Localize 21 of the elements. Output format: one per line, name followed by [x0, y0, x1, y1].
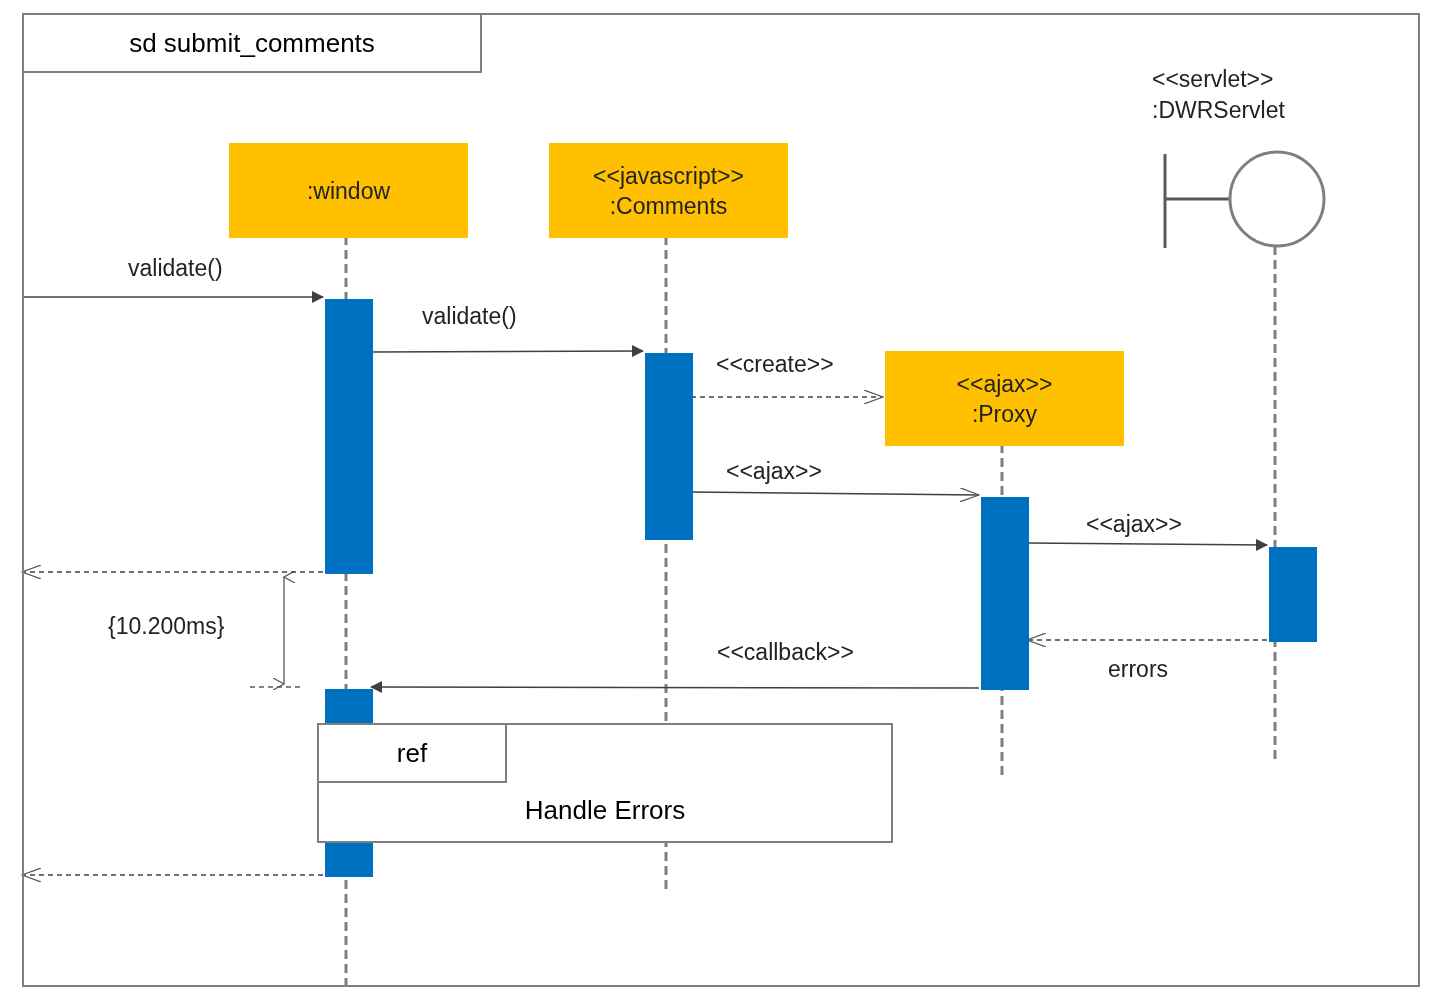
ref-title: Handle Errors — [523, 794, 687, 827]
message-arrow — [21, 291, 324, 303]
dashed-message-arrow — [21, 867, 324, 883]
message-arrow — [370, 681, 980, 693]
activation-bar — [325, 299, 373, 574]
lifeline-name: :window — [306, 176, 391, 206]
frame — [22, 13, 1420, 987]
lifeline-name: <<ajax>> :Proxy — [956, 369, 1053, 429]
ref-tab: ref — [319, 725, 507, 783]
duration-constraint: {10.200ms} — [108, 612, 225, 640]
activation-bar — [981, 497, 1029, 690]
activation-bar — [1269, 547, 1317, 642]
lifeline-head-box — [549, 143, 788, 238]
activation-bar — [645, 353, 693, 540]
dashed-message-arrow — [21, 564, 324, 580]
lifeline-name: <<javascript>> :Comments — [593, 161, 744, 221]
lifeline-head-box — [885, 351, 1124, 446]
lifeline-name: <<servlet>> :DWRServlet — [1152, 65, 1286, 125]
frame-title-tab: sd submit_comments — [22, 13, 482, 73]
interaction-use-frame — [317, 723, 893, 843]
lifeline-head-box — [229, 143, 468, 238]
